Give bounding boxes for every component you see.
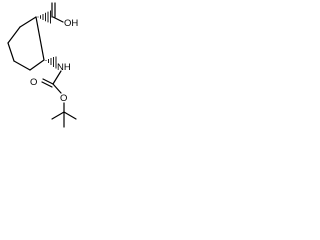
bond-carboxyl-c-oh: [52, 16, 64, 23]
ring-bond-c2-c3: [7, 26, 21, 44]
bond-carbonyl-c-o-double-b: [41, 81, 53, 88]
hashed-wedge-bond-c1-cooh: [37, 10, 51, 24]
ring-bond-c6-c1: [35, 16, 45, 61]
tert-butyl-group: [51, 102, 77, 128]
ring-bond-c5-c6: [29, 59, 45, 71]
ring-bond-c3-c4: [7, 42, 15, 62]
bond-carbonyl-c-o-double-a: [42, 78, 54, 85]
carboxyl-oh-label: OH: [64, 18, 78, 29]
amide-nh-label: NH: [57, 62, 71, 73]
carboxylic-acid-group: OH: [37, 2, 78, 29]
bond-quaternary-c-methyl-b: [63, 111, 77, 120]
carbamate-ester-o-label: O: [60, 93, 67, 104]
ring-bond-c4-c5: [13, 60, 31, 71]
hashed-wedge-bond-c6-nh: [45, 56, 57, 69]
cyclohexane-ring: [7, 16, 45, 71]
bond-n-carbonyl-c: [52, 70, 62, 85]
boc-aminocyclohexanecarboxylic-acid-structure: OH NH O O: [7, 2, 78, 128]
carbamate-carbonyl-o-label: O: [30, 77, 37, 88]
bond-quaternary-c-methyl-a: [51, 111, 65, 120]
carbamate-group: NH O O: [30, 56, 71, 104]
ring-bond-c1-c2: [19, 16, 37, 28]
bond-carbonyl-c-ester-o: [52, 83, 62, 94]
